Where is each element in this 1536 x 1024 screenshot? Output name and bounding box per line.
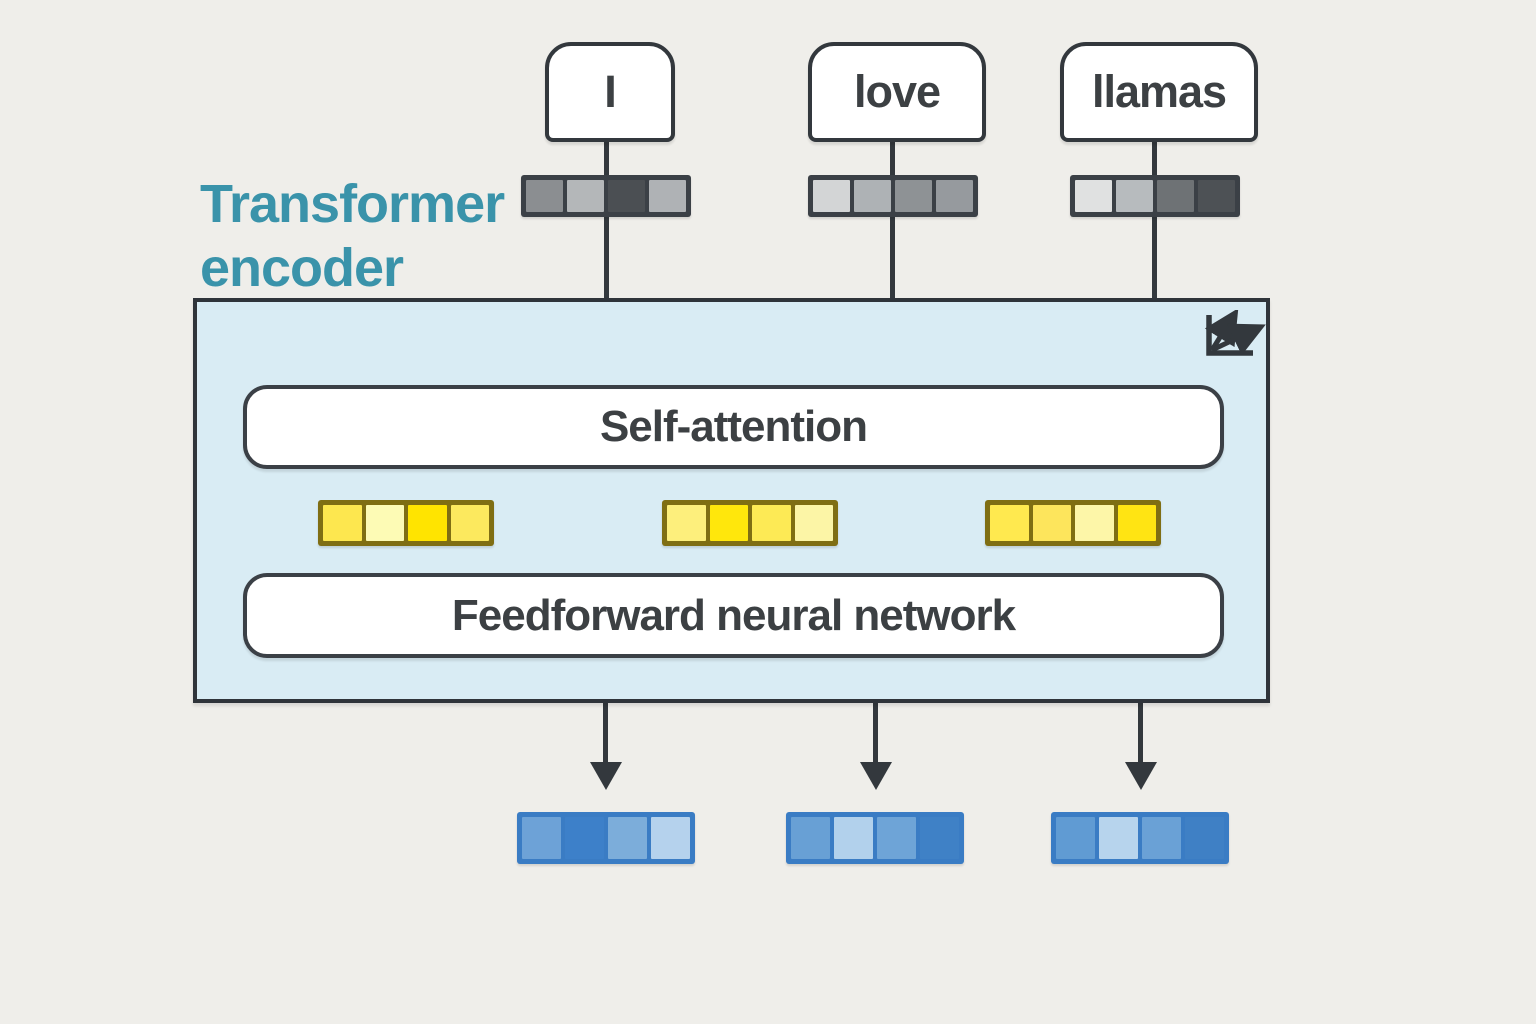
vector-cell bbox=[567, 180, 604, 212]
vector-cell bbox=[608, 180, 645, 212]
encoder-output-vector-2 bbox=[786, 812, 964, 864]
vector-cell bbox=[834, 817, 873, 859]
vector-cell bbox=[1075, 180, 1112, 212]
vector-cell bbox=[408, 505, 447, 541]
vector-cell bbox=[565, 817, 604, 859]
embedding-vector-llamas bbox=[1070, 175, 1240, 217]
vector-cell bbox=[667, 505, 706, 541]
output-arrow-line-2 bbox=[873, 703, 878, 763]
vector-cell bbox=[1032, 505, 1071, 541]
encoder-output-vector-1 bbox=[517, 812, 695, 864]
output-arrow-line-3 bbox=[1138, 703, 1143, 763]
vector-cell bbox=[709, 505, 748, 541]
vector-cell bbox=[813, 180, 850, 212]
attention-fan-icon bbox=[1204, 310, 1266, 356]
encoder-output-vector-3 bbox=[1051, 812, 1229, 864]
output-arrow-head-2 bbox=[860, 762, 892, 790]
embedding-vector-i bbox=[521, 175, 691, 217]
token-label-love: love bbox=[853, 66, 941, 117]
vector-cell bbox=[1142, 817, 1181, 859]
vector-cell bbox=[854, 180, 891, 212]
attention-output-vector-3 bbox=[985, 500, 1161, 546]
output-arrow-head-1 bbox=[590, 762, 622, 790]
vector-cell bbox=[1117, 505, 1156, 541]
vector-cell bbox=[1099, 817, 1138, 859]
diagram-title-line2: encoder bbox=[200, 238, 404, 298]
embedding-vector-love bbox=[808, 175, 978, 217]
vector-cell bbox=[791, 817, 830, 859]
diagram-title-line1: Transformer bbox=[200, 174, 505, 234]
feedforward-label: Feedforward neural network bbox=[451, 590, 1016, 640]
vector-cell bbox=[1056, 817, 1095, 859]
vector-cell bbox=[649, 180, 686, 212]
attention-output-vector-1 bbox=[318, 500, 494, 546]
vector-cell bbox=[1185, 817, 1224, 859]
vector-cell bbox=[877, 817, 916, 859]
vector-cell bbox=[608, 817, 647, 859]
vector-cell bbox=[752, 505, 791, 541]
vector-cell bbox=[936, 180, 973, 212]
vector-cell bbox=[895, 180, 932, 212]
vector-cell bbox=[1198, 180, 1235, 212]
vector-cell bbox=[522, 817, 561, 859]
token-box-love: love bbox=[808, 42, 986, 142]
vector-cell bbox=[323, 505, 362, 541]
vector-cell bbox=[794, 505, 833, 541]
vector-cell bbox=[651, 817, 690, 859]
token-box-llamas: llamas bbox=[1060, 42, 1258, 142]
self-attention-layer: Self-attention bbox=[243, 385, 1224, 469]
token-label-llamas: llamas bbox=[1091, 66, 1227, 117]
diagram-title: Transformer encoder bbox=[200, 172, 505, 300]
attention-output-vector-2 bbox=[662, 500, 838, 546]
self-attention-label: Self-attention bbox=[599, 402, 868, 451]
vector-cell bbox=[920, 817, 959, 859]
token-box-i: I bbox=[545, 42, 675, 142]
feedforward-layer: Feedforward neural network bbox=[243, 573, 1224, 658]
vector-cell bbox=[365, 505, 404, 541]
vector-cell bbox=[450, 505, 489, 541]
vector-cell bbox=[990, 505, 1029, 541]
vector-cell bbox=[1116, 180, 1153, 212]
output-arrow-line-1 bbox=[603, 703, 608, 763]
output-arrow-head-3 bbox=[1125, 762, 1157, 790]
vector-cell bbox=[1075, 505, 1114, 541]
token-label-i: I bbox=[604, 66, 616, 117]
vector-cell bbox=[526, 180, 563, 212]
vector-cell bbox=[1157, 180, 1194, 212]
